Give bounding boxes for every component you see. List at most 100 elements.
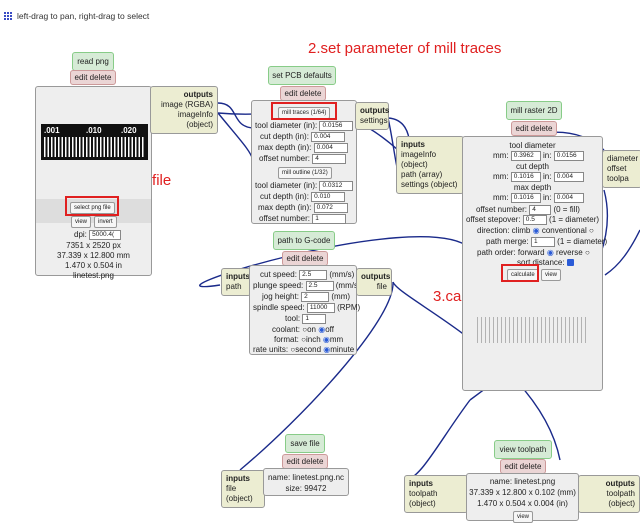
path-gcode-outputs: outputs file	[356, 268, 392, 296]
input-settings[interactable]: settings (object)	[401, 180, 458, 189]
canvas-toolbar: left-drag to pan, right-drag to select	[0, 0, 640, 34]
inputs-header: inputs	[409, 479, 433, 488]
output-imageinfo[interactable]: imageInfo (object)	[177, 110, 213, 129]
offset-stepover-hint: (1 = diameter)	[549, 215, 600, 225]
dpi-input[interactable]: 5000.4(	[89, 230, 122, 240]
sort-distance-checkbox[interactable]	[566, 259, 574, 267]
spindle-speed-unit: (RPM)	[337, 303, 361, 313]
partial-line-2[interactable]: offset	[607, 164, 627, 173]
mill-raster-module: tool diameter mm: 0.3962 in: 0.0156 cut …	[462, 136, 607, 391]
path-order-reverse-radio[interactable]: ○	[584, 248, 590, 257]
offset-stepover-input[interactable]: 0.5	[522, 215, 547, 225]
input-imageinfo[interactable]: imageInfo (object)	[401, 150, 437, 169]
max-depth-mm-input[interactable]: 0.1016	[510, 193, 541, 203]
offset-number-input[interactable]: 4	[529, 205, 552, 215]
output-toolpath[interactable]: toolpath (object)	[606, 489, 635, 508]
outputs-header: outputs	[360, 106, 390, 115]
direction-conventional-label: conventional	[541, 226, 587, 235]
size-mm: 37.339 x 12.800 mm	[57, 251, 130, 260]
path-order-forward-radio[interactable]: ◉	[546, 248, 554, 257]
partial-line-1[interactable]: diameter	[607, 154, 639, 163]
tool-diameter-input-2[interactable]: 0.0312	[319, 181, 354, 191]
view-button[interactable]: view	[541, 269, 562, 281]
pcb-defaults-module: mill traces (1/64) tool diameter (in): 0…	[251, 100, 357, 224]
view-button[interactable]: view	[71, 216, 92, 228]
coolant-on-radio[interactable]: ○	[302, 325, 308, 334]
in-label: in:	[543, 151, 552, 161]
tool-diameter-input-1[interactable]: 0.0156	[319, 121, 354, 131]
input-path[interactable]: path (array)	[401, 170, 443, 179]
format-label: format:	[274, 335, 299, 344]
partial-line-3[interactable]: toolpa	[607, 174, 629, 183]
invert-button[interactable]: invert	[94, 216, 117, 228]
cut-depth-label-2: cut depth (in):	[260, 192, 309, 202]
toolbar-hint: left-drag to pan, right-drag to select	[17, 11, 150, 21]
tool-diameter-mm-input[interactable]: 0.3962	[510, 151, 541, 161]
mm-label: mm:	[493, 151, 509, 161]
output-file[interactable]: file	[376, 282, 387, 291]
plunge-speed-input[interactable]: 2.5	[305, 281, 334, 291]
jog-height-unit: (mm)	[331, 292, 351, 302]
read-png-edit-delete[interactable]: edit delete	[70, 70, 116, 85]
input-file[interactable]: file (object)	[226, 484, 253, 503]
path-merge-input[interactable]: 1	[530, 237, 555, 247]
direction-climb-radio[interactable]: ◉	[532, 226, 540, 235]
mill-raster-edit-delete[interactable]: edit delete	[511, 121, 557, 136]
mill-outline-button[interactable]: mill outline (1/32)	[278, 167, 332, 179]
rate-minute-radio[interactable]: ◉	[323, 345, 331, 354]
max-depth-in-input[interactable]: 0.004	[553, 193, 584, 203]
grid-menu-icon[interactable]	[4, 12, 13, 21]
rate-second-radio[interactable]: ○	[290, 345, 296, 354]
pcb-defaults-edit-delete[interactable]: edit delete	[280, 86, 326, 101]
coolant-on-label: on	[307, 325, 317, 334]
max-depth-input-2[interactable]: 0.072	[313, 203, 348, 213]
cut-depth-mm-input[interactable]: 0.1016	[510, 172, 541, 182]
tool-diameter-label-2: tool diameter (in):	[255, 181, 318, 191]
offset-number-input-1[interactable]: 4	[312, 154, 347, 164]
cut-speed-label: cut speed:	[260, 270, 297, 280]
view-toolpath-title-button[interactable]: view toolpath	[494, 440, 552, 459]
cut-speed-unit: (mm/s)	[329, 270, 355, 280]
tool-input[interactable]: 1	[302, 314, 327, 324]
read-png-outputs: outputs image (RGBA) imageInfo (object)	[150, 86, 218, 134]
save-file-inputs: inputs file (object)	[221, 470, 265, 508]
input-path[interactable]: path	[226, 282, 242, 291]
save-file-module: name: linetest.png.nc size: 99472	[263, 468, 349, 496]
output-image[interactable]: image (RGBA)	[160, 100, 213, 109]
cut-depth-input-1[interactable]: 0.004	[311, 132, 346, 142]
cut-depth-input-2[interactable]: 0.010	[311, 192, 346, 202]
pcb-defaults-title-button[interactable]: set PCB defaults	[268, 66, 336, 85]
direction-label: direction: climb	[477, 226, 531, 235]
save-file-edit-delete[interactable]: edit delete	[282, 454, 328, 469]
coolant-off-radio[interactable]: ◉	[318, 325, 326, 334]
plunge-speed-unit: (mm/s)	[335, 281, 361, 291]
tool-diameter-in-input[interactable]: 0.0156	[553, 151, 584, 161]
view-button[interactable]: view	[513, 511, 534, 523]
cut-speed-input[interactable]: 2.5	[299, 270, 328, 280]
select-png-file-button[interactable]: select png file	[70, 202, 115, 214]
cut-depth-in-input[interactable]: 0.004	[553, 172, 584, 182]
spindle-speed-label: spindle speed:	[253, 303, 305, 313]
save-file-title-button[interactable]: save file	[285, 434, 325, 453]
jog-height-input[interactable]: 2	[301, 292, 330, 302]
read-png-title-button[interactable]: read png	[72, 52, 114, 71]
offset-number-label: offset number:	[476, 205, 527, 215]
format-inch-radio[interactable]: ○	[301, 335, 306, 344]
offset-number-input-2[interactable]: 1	[312, 214, 347, 224]
path-gcode-edit-delete[interactable]: edit delete	[282, 251, 328, 266]
path-gcode-title-button[interactable]: path to G-code	[273, 231, 335, 250]
output-settings[interactable]: settings	[360, 116, 388, 125]
path-merge-hint: (1 = diameter)	[557, 237, 608, 247]
format-mm-radio[interactable]: ◉	[322, 335, 330, 344]
pcb-defaults-outputs: outputs settings	[355, 102, 389, 130]
mill-raster-title-button[interactable]: mill raster 2D	[506, 101, 562, 120]
direction-conventional-radio[interactable]: ○	[588, 226, 594, 235]
max-depth-heading: max depth	[513, 183, 552, 192]
read-png-module: .001 .010 .020 select png file view inve…	[35, 86, 152, 280]
toolpath-preview	[477, 317, 589, 343]
view-toolpath-edit-delete[interactable]: edit delete	[500, 459, 546, 474]
spindle-speed-input[interactable]: 11000	[306, 303, 335, 313]
max-depth-input-1[interactable]: 0.004	[313, 143, 348, 153]
highlight-mill-traces	[271, 102, 337, 120]
input-toolpath[interactable]: toolpath (object)	[409, 489, 438, 508]
